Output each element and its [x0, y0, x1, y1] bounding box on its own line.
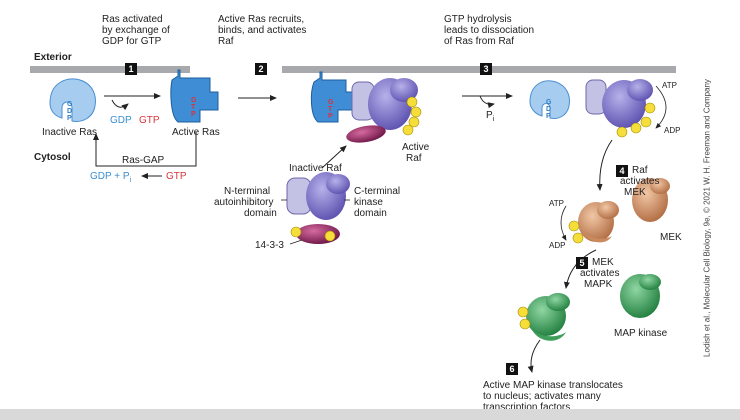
- mek-label: MEK: [660, 232, 682, 243]
- gtp-label: GTP: [139, 115, 160, 126]
- step3-line3: of Ras from Raf: [444, 36, 515, 47]
- mapk-to-nucleus-arrow: [527, 339, 541, 373]
- step1-line3: GDP for GTP: [102, 36, 162, 47]
- mek-inactive: [632, 178, 670, 222]
- membrane-left: [30, 66, 190, 73]
- step4-line1: Raf: [632, 165, 648, 176]
- recruitment-arrow: [321, 145, 347, 169]
- ras-gap-loop: [93, 132, 197, 167]
- pi-release-arrow: [479, 95, 495, 109]
- cytosol-label: Cytosol: [34, 152, 71, 163]
- protein-1433-label: 14-3-3: [255, 240, 284, 251]
- svg-text:D: D: [67, 108, 72, 115]
- svg-text:T: T: [328, 106, 333, 113]
- step6-line1: Active MAP kinase translocates: [483, 380, 623, 391]
- active-ras-label: Active Ras: [172, 127, 220, 138]
- ras-raf-complex: G T P: [310, 71, 422, 143]
- map-kinase-label: MAP kinase: [614, 328, 668, 339]
- inactive-raf-complex: [286, 172, 350, 244]
- step4-badge: 4: [616, 165, 628, 177]
- exterior-label: Exterior: [34, 52, 72, 63]
- svg-text:P: P: [67, 115, 72, 122]
- gdp-label: GDP: [110, 115, 132, 126]
- membrane-right: [282, 66, 676, 73]
- cterm-label-1: C-terminal: [354, 186, 401, 197]
- cterm-label-3: domain: [354, 208, 387, 219]
- active-raf-label-2: Raf: [406, 153, 422, 164]
- step5-line1: MEK: [592, 257, 614, 268]
- mapk-inactive: [620, 274, 661, 318]
- raf-adp-label: ADP: [664, 126, 681, 135]
- nterm-label-1: N-terminal: [224, 186, 271, 197]
- cterm-label-2: kinase: [354, 197, 383, 208]
- mek-atp-adp-curve: [560, 205, 567, 241]
- inactive-ras-protein: G D P: [49, 78, 96, 122]
- gtp-hydrolysis-label: GTP: [166, 171, 187, 182]
- mapk-phosphorylated: [517, 293, 570, 341]
- gdp-release-arrow: [111, 99, 129, 111]
- mek-adp-label: ADP: [549, 241, 566, 250]
- svg-text:T: T: [191, 104, 196, 111]
- step3-line2: leads to dissociation: [444, 25, 535, 36]
- credit-line: Lodish et al., Molecular Cell Biology, 9…: [702, 79, 712, 357]
- inactive-ras-label: Inactive Ras: [42, 127, 98, 138]
- svg-text:P: P: [328, 113, 333, 120]
- step6-line3: transcription factors: [483, 402, 571, 413]
- step1-line2: by exchange of: [102, 25, 170, 36]
- inactive-raf-label: Inactive Raf: [289, 163, 342, 174]
- mek-phosphorylated: [568, 201, 619, 244]
- svg-text:G: G: [191, 97, 197, 104]
- step2-line2: binds, and activates: [218, 25, 307, 36]
- active-ras-protein: G T P: [170, 69, 219, 123]
- step3-badge: 3: [480, 63, 492, 75]
- nterm-label-3: domain: [244, 208, 277, 219]
- mek-atp-label: ATP: [549, 199, 564, 208]
- svg-text:G: G: [328, 99, 334, 106]
- svg-text:D: D: [546, 106, 551, 113]
- step5-line2: activates: [580, 268, 620, 279]
- step5-badge: 5: [576, 257, 588, 269]
- inactive-ras-released: G D P: [529, 80, 570, 120]
- step1-line1: Ras activated: [102, 14, 163, 25]
- step2-badge: 2: [255, 63, 267, 75]
- step5-line3: MAPK: [584, 279, 613, 290]
- svg-text:P: P: [546, 113, 551, 120]
- svg-text:P: P: [191, 111, 196, 118]
- step4-line2: activates: [620, 176, 660, 187]
- step6-line2: to nucleus; activates many: [483, 391, 601, 402]
- nterm-label-2: autoinhibitory: [214, 197, 274, 208]
- active-raf-released: [585, 79, 656, 138]
- active-raf-label-1: Active: [402, 142, 430, 153]
- svg-text:G: G: [67, 101, 73, 108]
- pi-released-label: Pi: [486, 110, 495, 123]
- step1-badge: 1: [125, 63, 137, 75]
- svg-text:G: G: [546, 99, 552, 106]
- step3-line1: GTP hydrolysis: [444, 14, 512, 25]
- step2-line3: Raf: [218, 36, 234, 47]
- mek-to-mapk-arrow: [563, 249, 597, 289]
- bottom-bar: [0, 409, 740, 420]
- raf-to-mek-arrow: [596, 139, 613, 191]
- ras-gap-label: Ras-GAP: [122, 155, 165, 166]
- step6-badge: 6: [506, 363, 518, 375]
- step2-line1: Active Ras recruits,: [218, 14, 305, 25]
- step4-line3: MEK: [624, 187, 646, 198]
- raf-atp-label: ATP: [662, 81, 677, 90]
- gdp-pi-label: GDP + Pi: [90, 171, 132, 184]
- 1433-leader: [289, 239, 303, 245]
- raf-atp-adp-curve: [655, 85, 667, 129]
